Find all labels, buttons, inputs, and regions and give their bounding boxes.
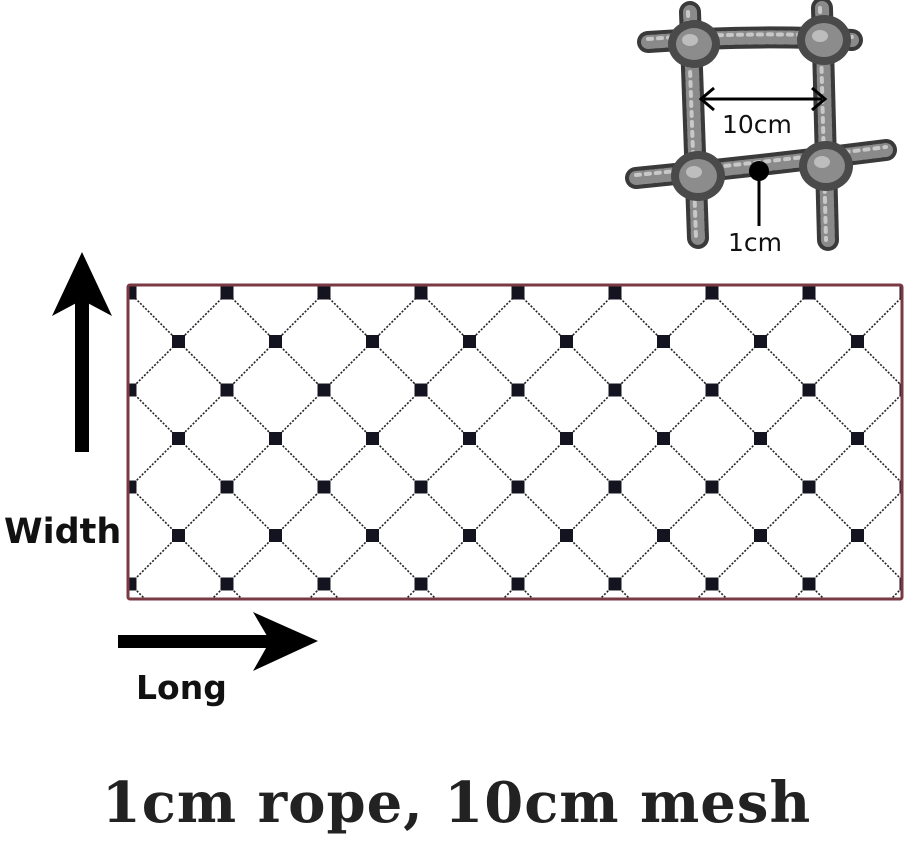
net-knot — [414, 383, 428, 397]
net-knot — [705, 577, 719, 591]
net-knot — [657, 529, 670, 542]
net-knot — [172, 432, 185, 445]
net-knot — [269, 432, 282, 445]
net-panel — [0, 283, 913, 613]
net-knot — [608, 480, 622, 494]
net-knot — [705, 480, 719, 494]
net-knot — [754, 529, 767, 542]
net-knot — [802, 383, 816, 397]
net-knot — [269, 335, 282, 348]
net-knot — [511, 480, 525, 494]
net-knot — [657, 335, 670, 348]
mesh-dimension-arrow — [698, 86, 828, 112]
rope-knot — [797, 15, 851, 65]
net-knot — [851, 529, 864, 542]
rope-knot — [671, 151, 725, 201]
net-knot — [657, 432, 670, 445]
net-knot — [317, 577, 331, 591]
mesh-size-label: 10cm — [722, 110, 792, 139]
net-knot — [560, 432, 573, 445]
net-knot — [899, 286, 901, 300]
net-knot — [129, 480, 137, 494]
mesh-line — [0, 293, 33, 613]
rope-mesh-illustration — [625, 0, 897, 251]
net-knot — [754, 432, 767, 445]
net-knot — [220, 480, 234, 494]
net-knot — [802, 286, 816, 300]
arrow-right-icon — [118, 612, 318, 671]
net-knot — [560, 335, 573, 348]
net-knot — [851, 335, 864, 348]
net-knot — [414, 577, 428, 591]
net-knot — [172, 335, 185, 348]
net-knot — [366, 335, 379, 348]
arrow-up-icon — [52, 252, 112, 452]
net-knot — [366, 432, 379, 445]
mesh-line — [0, 293, 62, 613]
mesh-line — [711, 292, 901, 484]
net-knot — [220, 383, 234, 397]
net-border — [126, 283, 904, 601]
net-knot — [129, 577, 137, 591]
net-knot — [851, 432, 864, 445]
net-knot — [899, 577, 901, 591]
net-knot — [414, 286, 428, 300]
net-mesh-lines — [0, 292, 913, 613]
net-knot — [705, 383, 719, 397]
net-knot — [463, 335, 476, 348]
net-knot — [220, 286, 234, 300]
net-knot — [899, 480, 901, 494]
net-knot — [269, 529, 282, 542]
net-knot — [560, 529, 573, 542]
net-knot — [608, 286, 622, 300]
net-knot — [414, 480, 428, 494]
net-knot — [463, 529, 476, 542]
mesh-line — [793, 490, 901, 598]
net-knot — [366, 529, 379, 542]
net-knot — [129, 383, 137, 397]
net-knot — [705, 286, 719, 300]
net-knot — [608, 577, 622, 591]
net-knot — [511, 383, 525, 397]
net-knot — [129, 286, 137, 300]
net-knot — [317, 480, 331, 494]
mesh-line — [129, 292, 228, 393]
net-knot — [802, 577, 816, 591]
net-knot — [802, 480, 816, 494]
net-knot — [899, 383, 901, 397]
mesh-line — [890, 587, 901, 598]
net-knot — [317, 383, 331, 397]
mesh-line — [696, 393, 901, 598]
net-knot — [511, 577, 525, 591]
mesh-line — [129, 292, 131, 296]
net-knot — [317, 286, 331, 300]
net-knot — [754, 335, 767, 348]
net-knots — [129, 286, 901, 591]
caption: 1cm rope, 10cm mesh — [101, 770, 812, 836]
net-knot — [172, 529, 185, 542]
rope-knot — [668, 20, 720, 68]
net-knot — [511, 286, 525, 300]
width-label: Width — [4, 512, 122, 552]
rope-diameter-label: 1cm — [728, 228, 783, 257]
long-label: Long — [136, 668, 227, 707]
mesh-line — [906, 293, 913, 613]
net-knot — [220, 577, 234, 591]
net-knot — [608, 383, 622, 397]
rope-knot — [799, 141, 853, 191]
rope-diameter-marker — [749, 161, 769, 226]
net-knot — [463, 432, 476, 445]
